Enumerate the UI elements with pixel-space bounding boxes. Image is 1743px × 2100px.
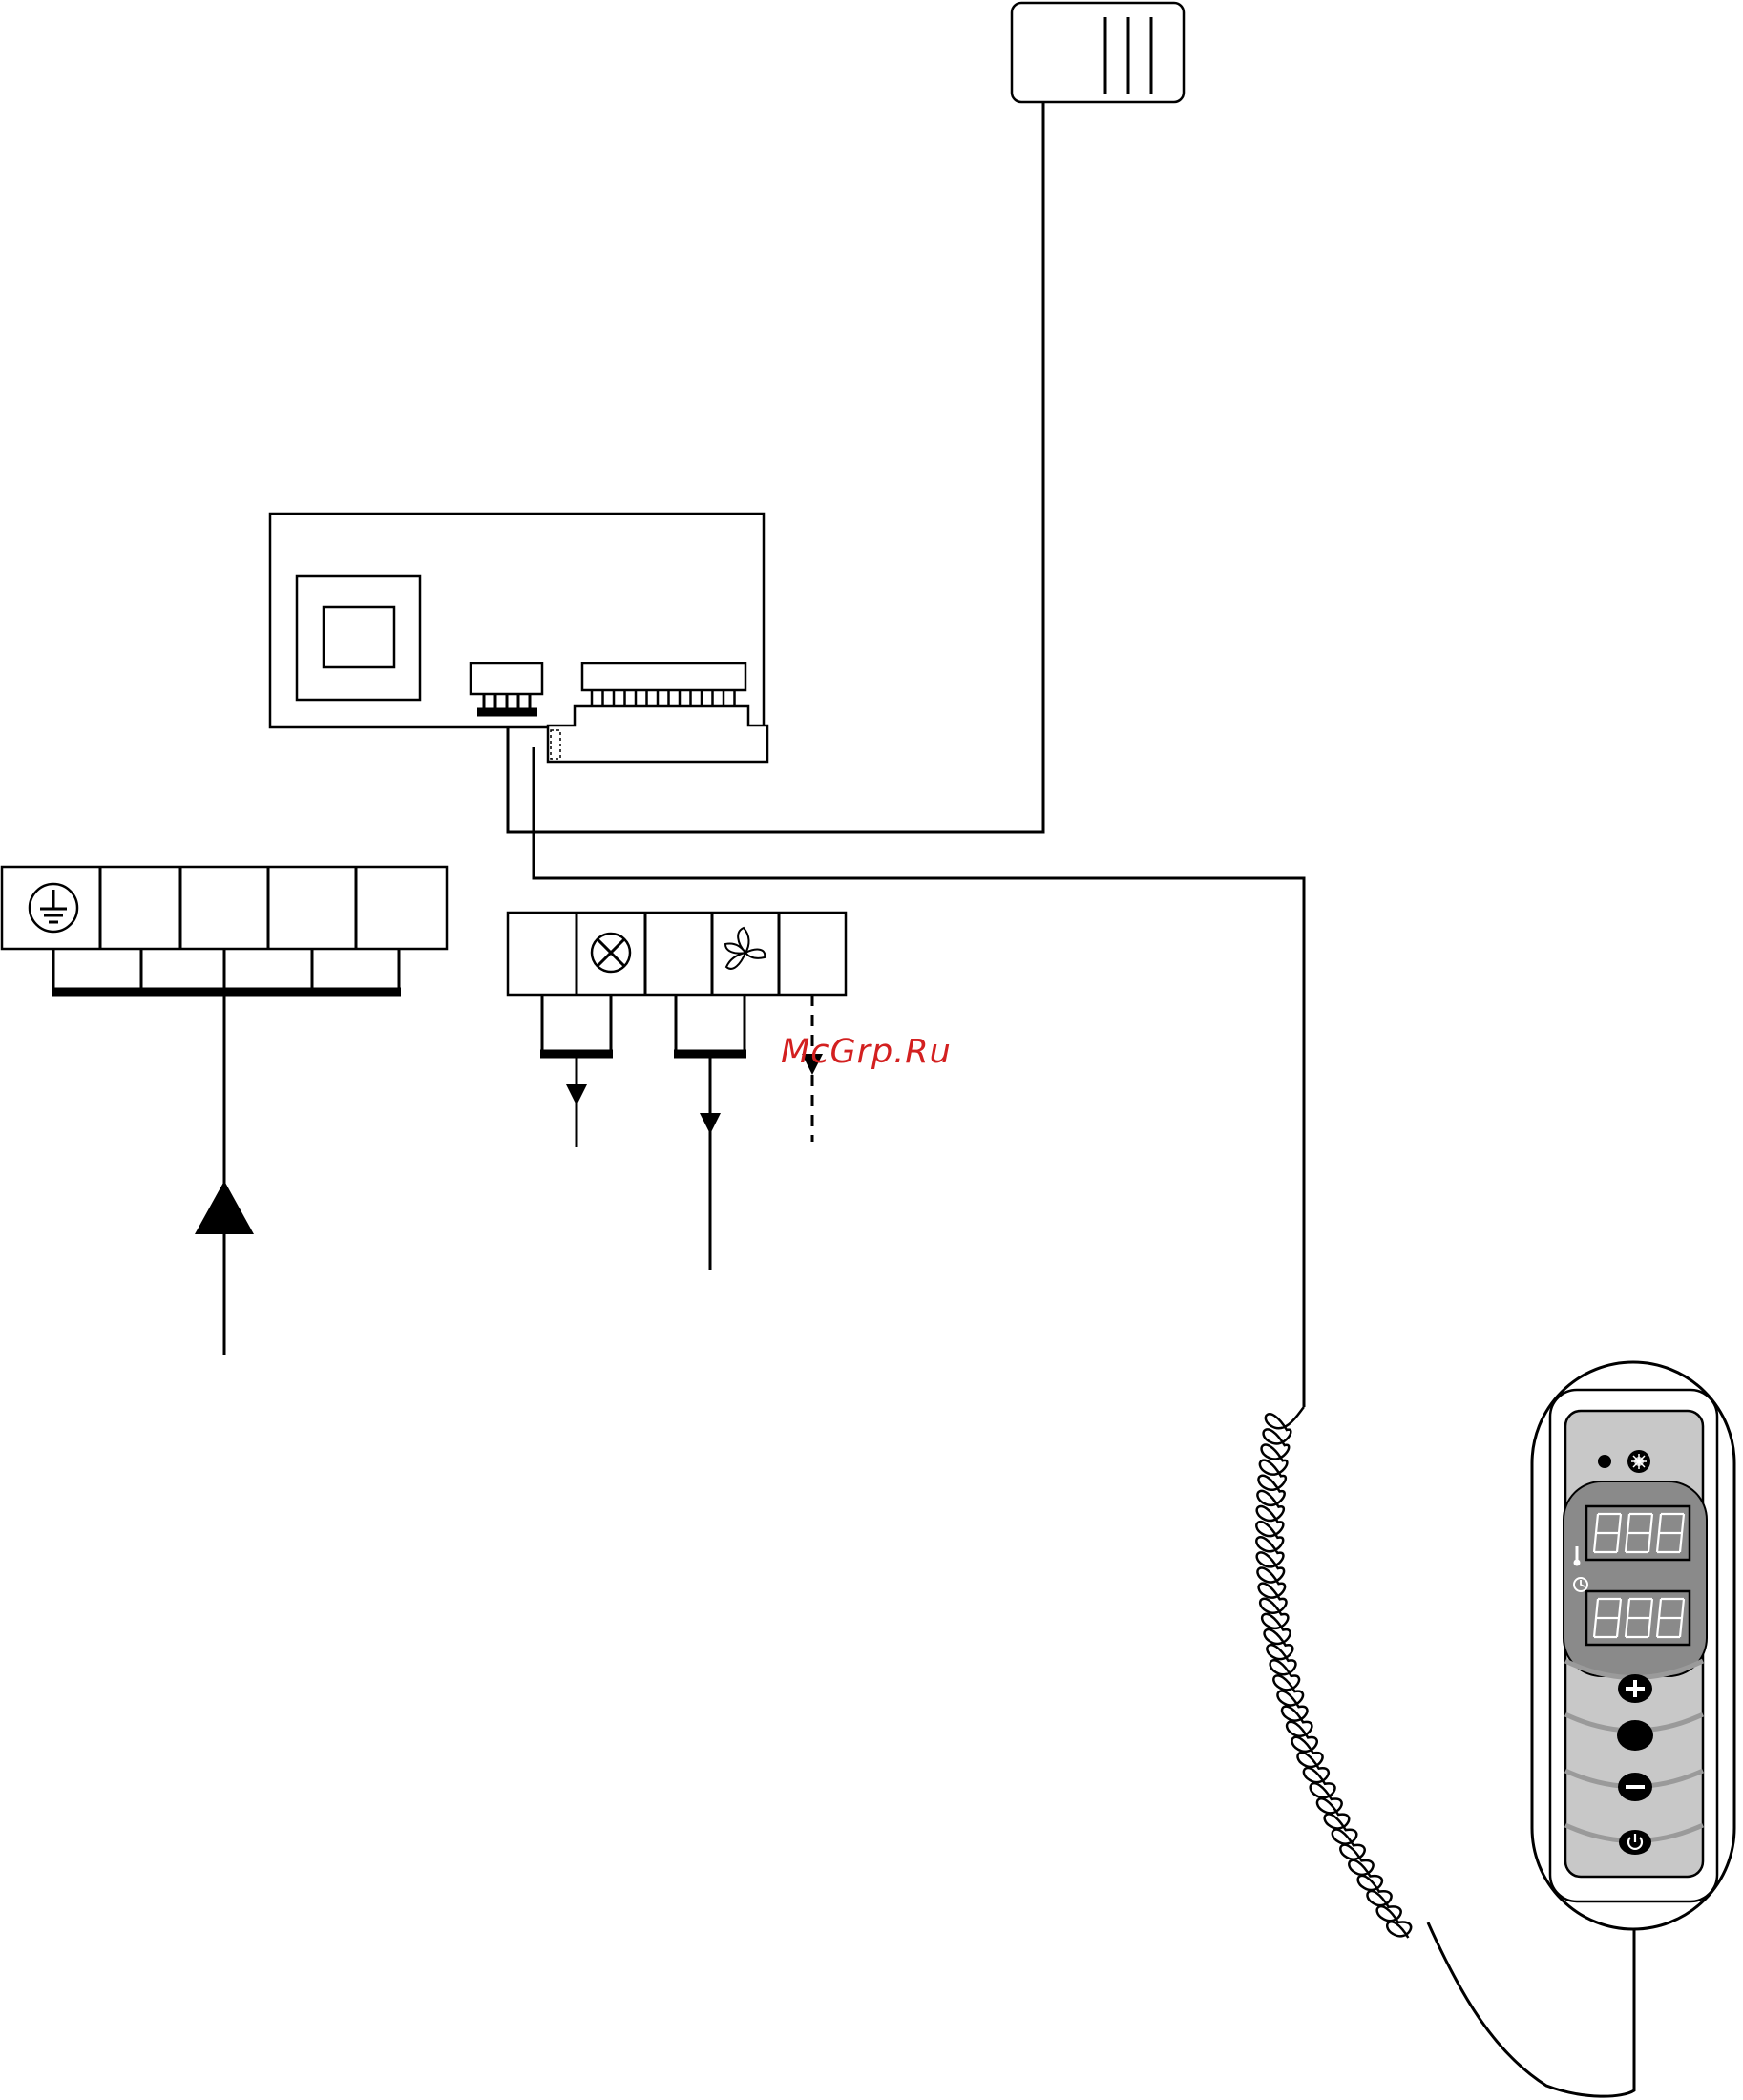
sensor-probe-icon	[1012, 3, 1184, 102]
remote-cable	[534, 747, 1304, 1407]
control-board	[270, 514, 767, 762]
power-terminal-block	[2, 867, 447, 949]
power-wiring	[52, 949, 401, 1355]
remote-control	[1532, 1362, 1734, 1929]
watermark-text: McGrp.Ru	[781, 1033, 952, 1071]
minus-button[interactable]	[1618, 1773, 1652, 1801]
plus-button[interactable]	[1618, 1674, 1652, 1703]
light-icon	[1628, 1450, 1650, 1473]
ground-icon	[30, 884, 77, 932]
power-input-arrow	[195, 1181, 254, 1234]
led-indicator-icon	[1598, 1455, 1611, 1468]
coil-loops	[1256, 1407, 1411, 1938]
output-terminal-block	[508, 913, 846, 995]
power-button[interactable]	[1619, 1830, 1651, 1855]
coiled-cable	[1256, 1407, 1411, 1938]
lamp-icon	[592, 934, 630, 972]
select-button[interactable]	[1617, 1720, 1653, 1751]
coil-tail	[1428, 1922, 1634, 2096]
